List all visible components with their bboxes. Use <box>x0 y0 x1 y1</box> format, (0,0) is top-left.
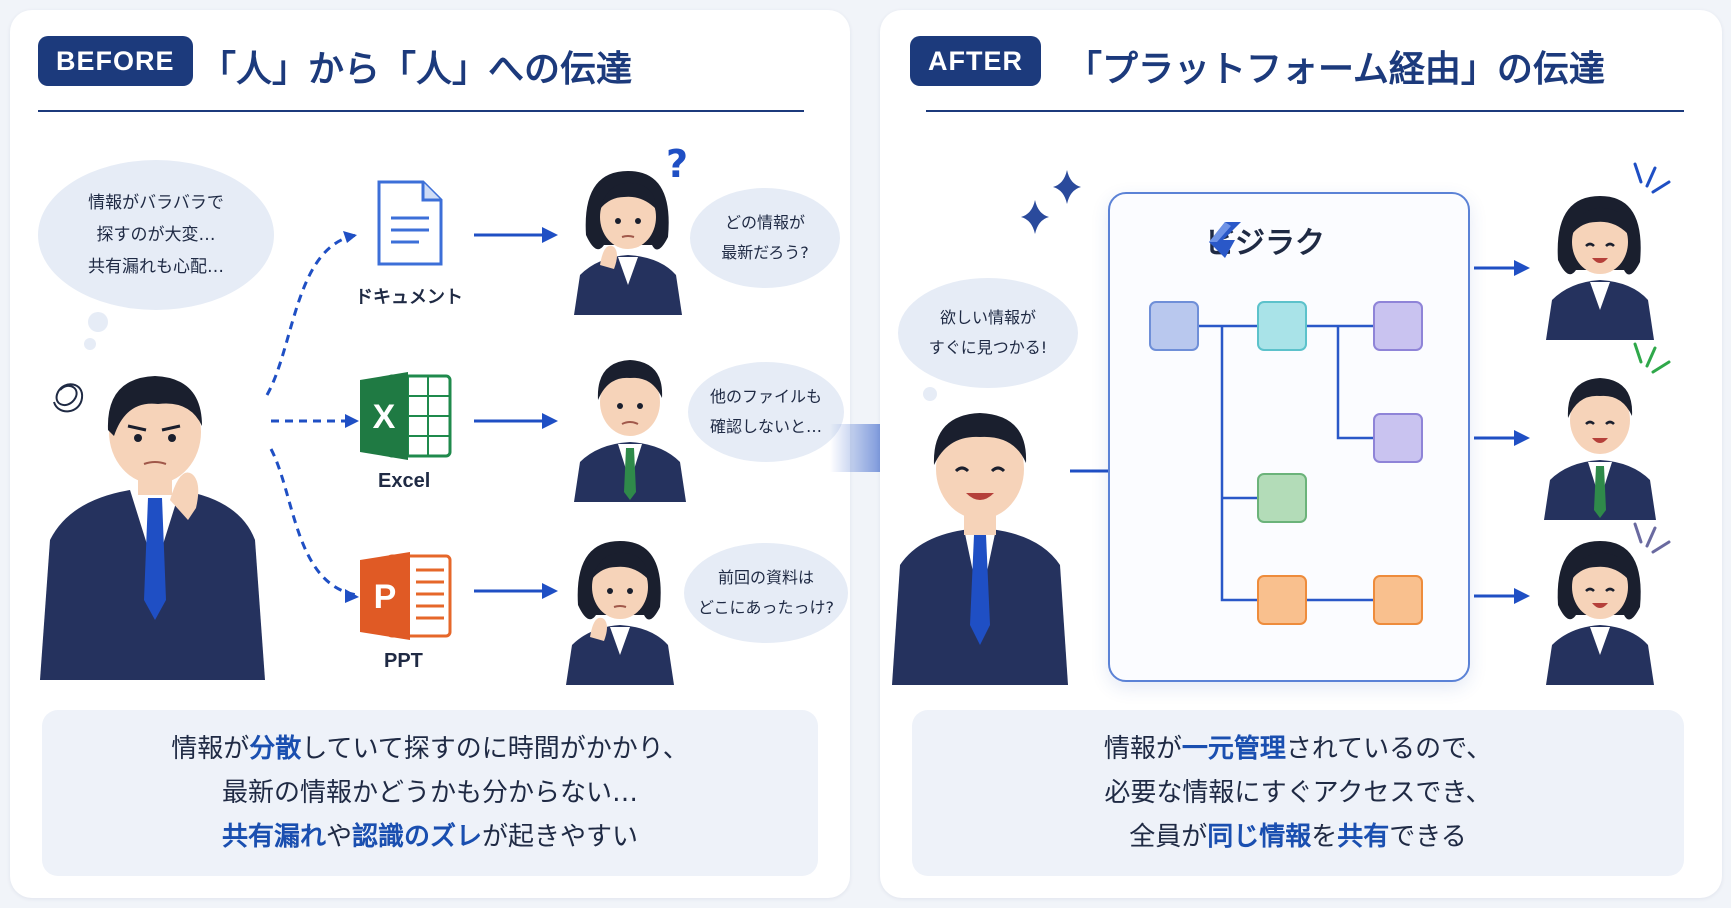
platform-tree-diagram <box>1149 301 1423 625</box>
powerpoint-icon: P <box>360 552 452 640</box>
speech-bubble-tail <box>923 387 937 401</box>
summary-text: や <box>325 822 352 852</box>
confusion-scribble-icon <box>53 383 84 413</box>
happy-man-small-illustration <box>1544 378 1656 520</box>
happy-woman-illustration <box>1546 196 1654 340</box>
document-label: ドキュメント <box>355 287 463 308</box>
tree-node <box>1257 473 1307 523</box>
summary-text: 全員が <box>1129 822 1208 852</box>
summary-text: されているので、 <box>1285 734 1493 764</box>
summary-text: が起きやすい <box>482 822 639 852</box>
summary-line: 必要な情報にすぐアクセスでき、 <box>1104 778 1492 808</box>
svg-text:X: X <box>373 398 396 436</box>
thought-line: 共有漏れも心配… <box>88 257 224 277</box>
question-mark-icon: ? <box>666 142 689 186</box>
speech-line: どこにあったっけ? <box>697 598 834 617</box>
after-title: 「プラットフォーム経由」の伝達 <box>1066 49 1605 90</box>
speech-line: 前回の資料は <box>717 568 814 587</box>
after-divider <box>926 110 1684 112</box>
thought-bubble: 情報がバラバラで 探すのが大変… 共有漏れも心配… <box>38 160 274 310</box>
document-icon <box>377 180 443 266</box>
excitement-lines-icon <box>1633 522 1671 554</box>
worried-man-illustration <box>40 376 265 680</box>
ppt-label: PPT <box>384 650 423 672</box>
brand-logo: ビジラク <box>1205 218 1325 262</box>
speech-line: 他のファイルも <box>709 387 822 406</box>
speech-bubble: 欲しい情報が すぐに見つかる! <box>898 278 1078 388</box>
platform-to-people-arrows <box>1474 260 1530 604</box>
before-title: 「人」から「人」への伝達 <box>200 49 633 90</box>
dashed-arrows <box>265 231 359 603</box>
speech-line: どの情報が <box>724 213 805 232</box>
file-to-person-arrows <box>474 227 558 599</box>
happy-woman-illustration <box>1546 541 1654 685</box>
thought-bubble-tail <box>84 312 108 350</box>
worried-coworker-illustration <box>574 360 686 502</box>
highlight-text: 同じ情報 <box>1207 822 1312 852</box>
summary-line: 情報が一元管理されているので、 <box>1104 727 1492 771</box>
tree-node <box>1373 413 1423 463</box>
tree-node <box>1149 301 1199 351</box>
svg-text:P: P <box>374 578 397 616</box>
tree-node <box>1373 575 1423 625</box>
tree-node <box>1257 575 1307 625</box>
tree-node <box>1257 301 1307 351</box>
excel-label: Excel <box>378 470 431 492</box>
before-summary: 情報が分散していて探すのに時間がかかり、 最新の情報かどうかも分からない… 共有… <box>42 710 818 876</box>
excitement-lines-icon <box>1633 162 1671 194</box>
speech-line: 確認しないと… <box>709 417 822 436</box>
speech-line: 欲しい情報が <box>939 308 1036 327</box>
confused-woman-illustration <box>566 541 674 685</box>
highlight-text: 分散 <box>249 734 302 764</box>
highlight-text: 一元管理 <box>1181 734 1286 764</box>
excitement-lines-icon <box>1633 342 1671 374</box>
speech-bubble: どの情報が 最新だろう? <box>690 188 840 288</box>
before-badge: BEFORE <box>38 36 193 86</box>
speech-bubble: 前回の資料は どこにあったっけ? <box>684 543 848 643</box>
speech-line: すぐに見つかる! <box>928 338 1048 357</box>
bizilaku-logo-icon <box>1209 222 1241 258</box>
confused-woman-illustration <box>574 171 682 315</box>
happy-man-illustration <box>892 413 1068 685</box>
summary-line: 最新の情報かどうかも分からない… <box>221 778 638 808</box>
before-divider <box>38 110 804 112</box>
summary-text: していて探すのに時間がかかり、 <box>301 734 689 764</box>
sparkle-icon <box>1021 170 1081 234</box>
summary-line: 共有漏れや認識のズレが起きやすい <box>222 815 638 859</box>
summary-text: を <box>1311 822 1338 852</box>
summary-text: できる <box>1389 822 1467 852</box>
summary-text: 情報が <box>1103 734 1182 764</box>
highlight-text: 共有 <box>1337 822 1390 852</box>
speech-line: 最新だろう? <box>721 243 809 262</box>
highlight-text: 認識のズレ <box>352 822 483 852</box>
thought-line: 探すのが大変… <box>96 225 216 245</box>
excel-icon: X <box>360 372 452 460</box>
speech-bubble: 他のファイルも 確認しないと… <box>688 362 844 462</box>
tree-node <box>1373 301 1423 351</box>
after-badge: AFTER <box>910 36 1041 86</box>
summary-line: 全員が同じ情報を共有できる <box>1129 815 1467 859</box>
thought-line: 情報がバラバラで <box>88 193 224 213</box>
summary-text: 情報が <box>171 734 250 764</box>
summary-line: 情報が分散していて探すのに時間がかかり、 <box>171 727 688 771</box>
after-summary: 情報が一元管理されているので、 必要な情報にすぐアクセスでき、 全員が同じ情報を… <box>912 710 1684 876</box>
highlight-text: 共有漏れ <box>221 822 326 852</box>
